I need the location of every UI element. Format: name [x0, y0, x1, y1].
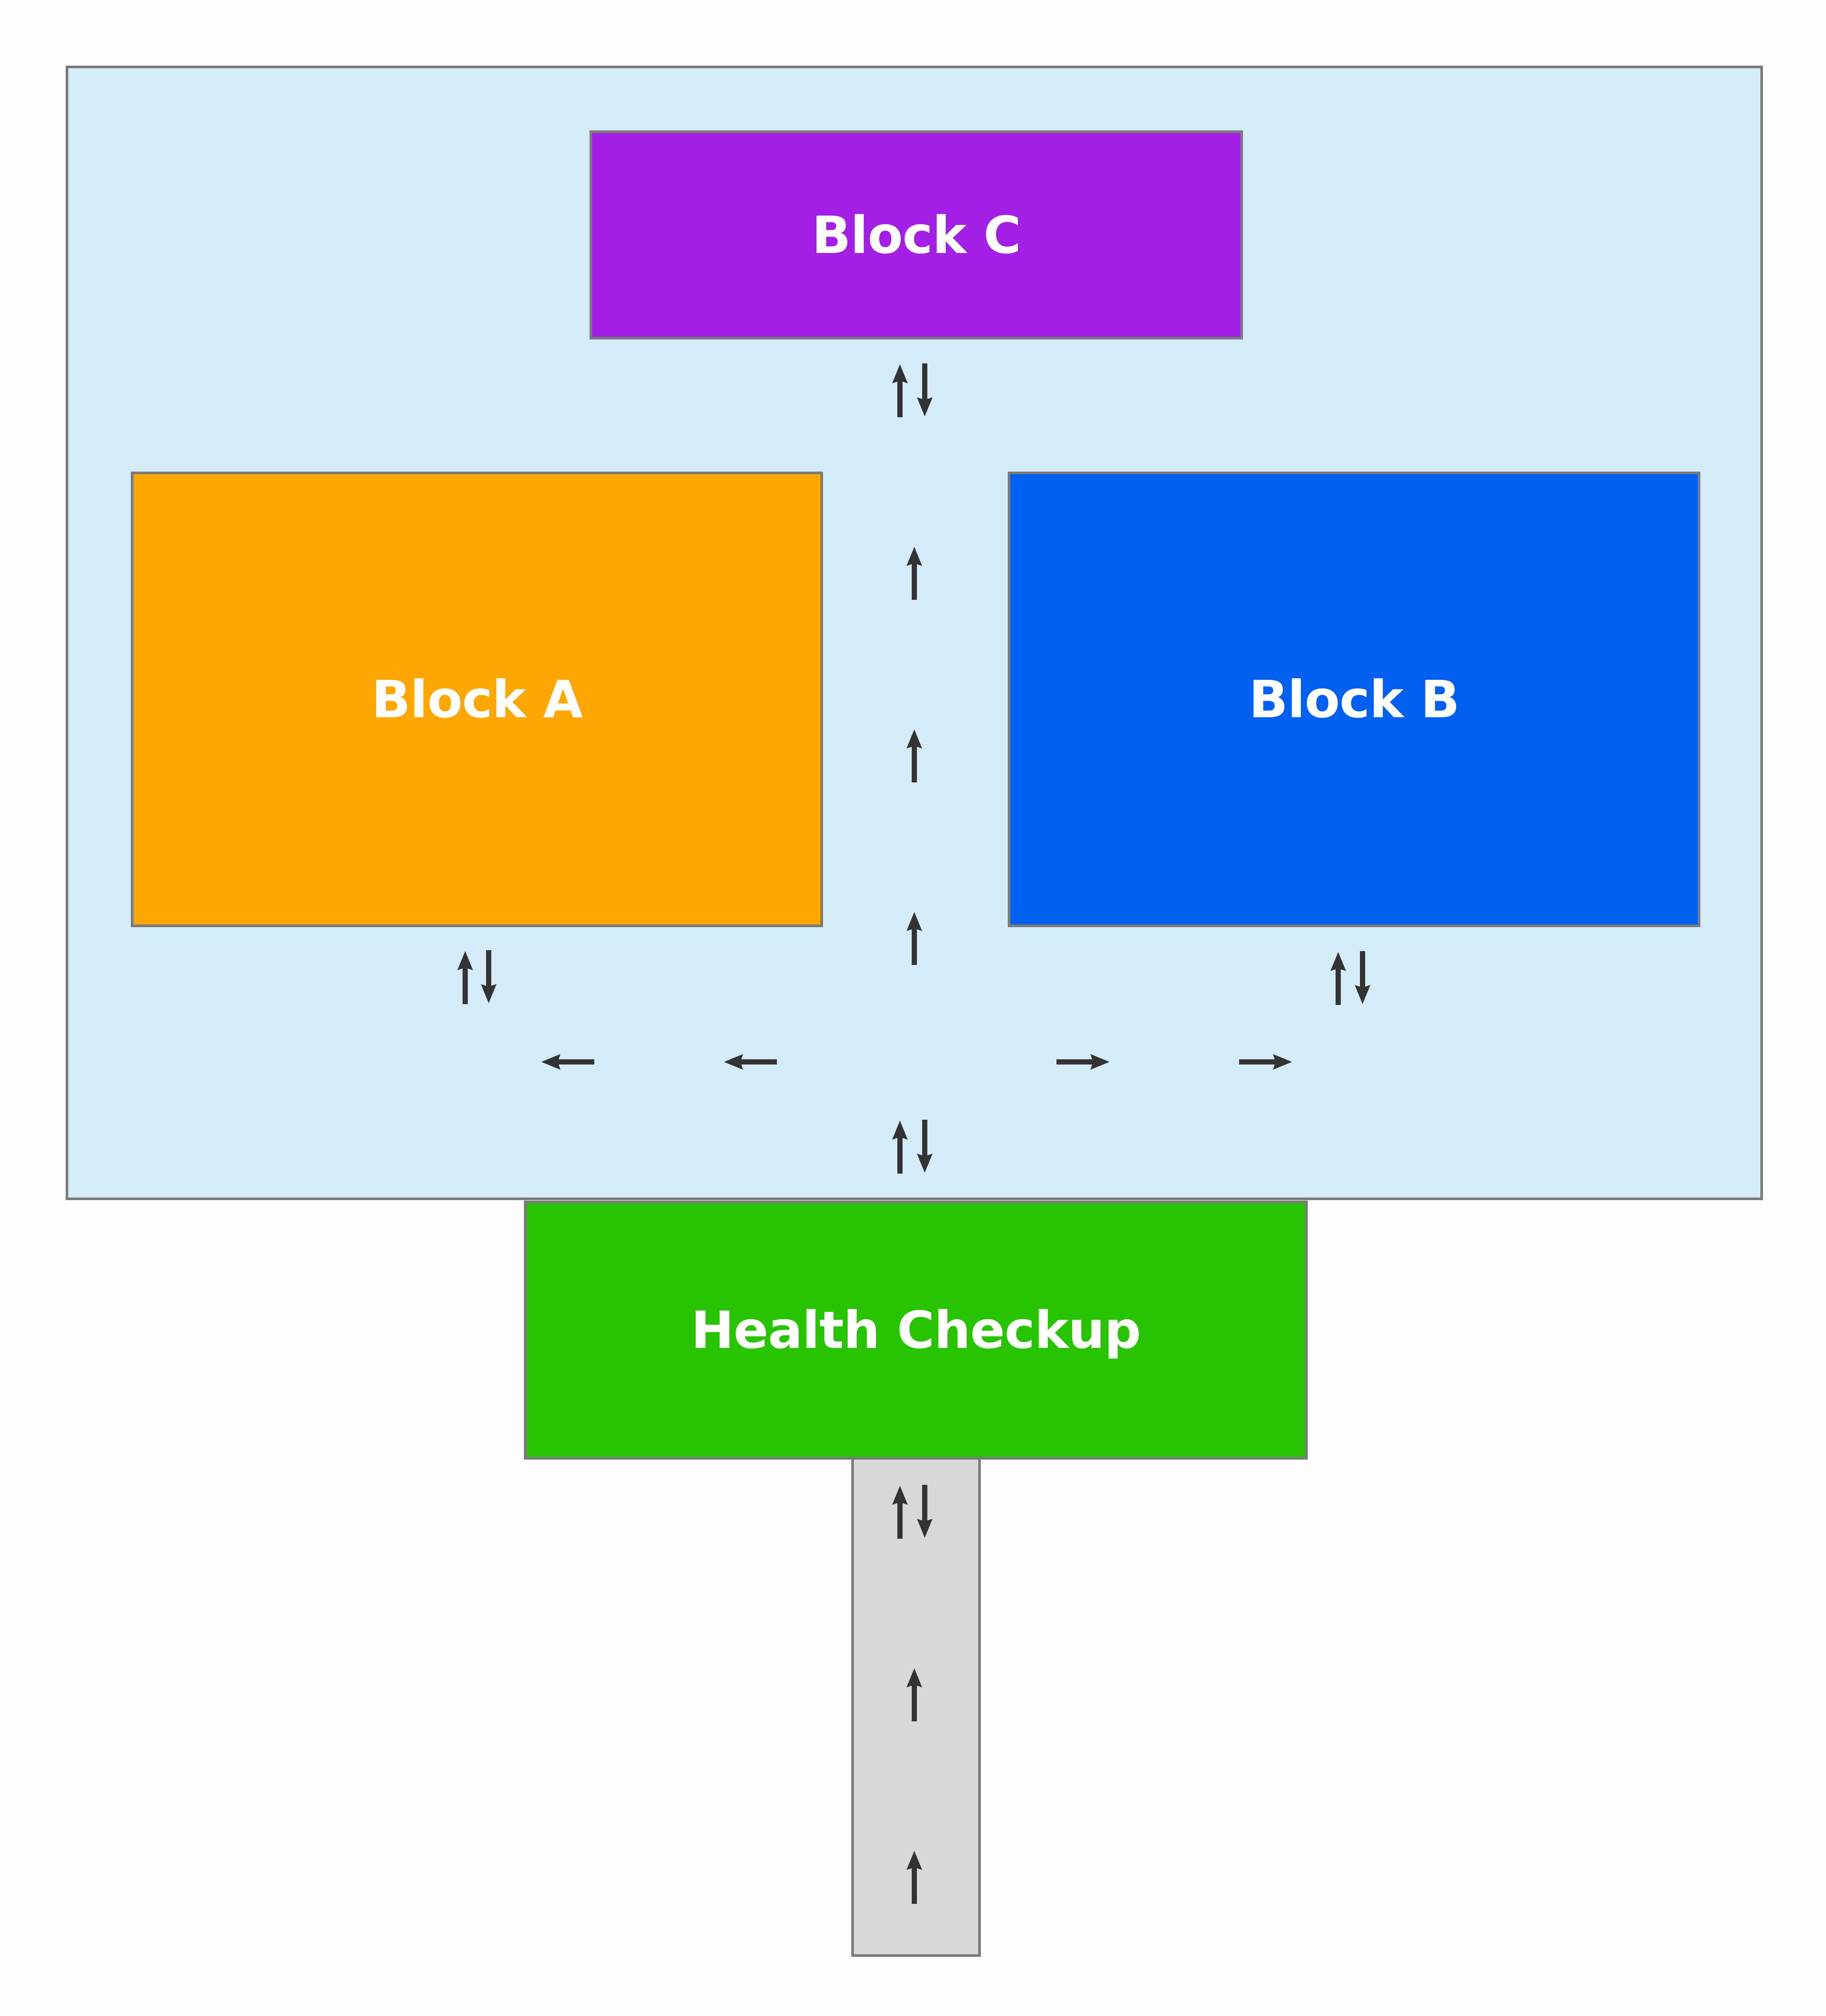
health-checkup[interactable]: Health Checkup [524, 1201, 1308, 1460]
two-way-arrow-block-c [892, 363, 933, 417]
left-arrow [541, 1054, 594, 1070]
block-b-label: Block B [1249, 669, 1460, 729]
two-way-arrow-road [892, 1485, 933, 1539]
right-arrow [1239, 1054, 1292, 1070]
block-c[interactable]: Block C [590, 130, 1243, 339]
two-way-arrow-block-b [1330, 951, 1370, 1005]
up-arrow [906, 547, 922, 600]
two-way-arrow-health-checkup [892, 1120, 933, 1174]
health-checkup-label: Health Checkup [691, 1300, 1141, 1360]
up-arrow [906, 1668, 922, 1721]
two-way-arrow-block-a [457, 950, 496, 1004]
right-arrow [1056, 1054, 1110, 1070]
block-b[interactable]: Block B [1008, 472, 1700, 927]
up-arrow [906, 1851, 922, 1904]
block-a-label: Block A [371, 669, 583, 729]
up-arrow [906, 729, 922, 782]
up-arrow [906, 912, 922, 965]
left-arrow [724, 1054, 777, 1070]
block-c-label: Block C [812, 205, 1021, 265]
block-a[interactable]: Block A [131, 472, 823, 927]
